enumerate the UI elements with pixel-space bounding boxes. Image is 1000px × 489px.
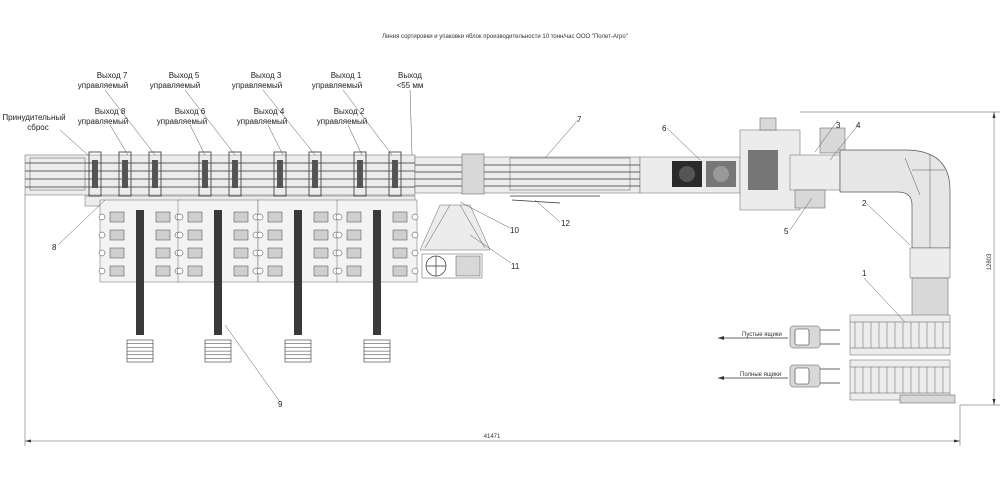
- callout-5: 5: [784, 227, 789, 236]
- dimension-length: 41471: [24, 195, 961, 446]
- small-fruit-unit: [419, 204, 491, 279]
- drawing-title: Линия сортировки и упаковки яблок произв…: [382, 34, 628, 40]
- drying-section: [639, 156, 741, 194]
- output-small-label: Выход<55 мм: [397, 71, 424, 90]
- full-boxes-label: Полные ящики: [740, 372, 781, 378]
- callout-9: 9: [278, 400, 283, 409]
- callout-1: 1: [862, 269, 867, 278]
- total-width-dim: 12803: [987, 253, 993, 270]
- dimension-width: 12803: [800, 111, 1000, 406]
- callout-8: 8: [52, 243, 57, 252]
- singulator-conveyor: [414, 153, 641, 204]
- bin-conveyors: [849, 314, 956, 404]
- callout-4: 4: [856, 121, 861, 130]
- sorting-line: [24, 151, 416, 207]
- flume-duct: [839, 149, 951, 317]
- forklift-empty-icon: [789, 325, 840, 349]
- total-length-dim: 41471: [484, 434, 501, 440]
- callout-10: 10: [510, 226, 519, 235]
- empty-boxes-label: Пустые ящики: [742, 332, 782, 338]
- packing-stations: [98, 199, 419, 363]
- callout-3: 3: [836, 121, 841, 130]
- feeding-section: [739, 117, 846, 211]
- callout-11: 11: [511, 262, 520, 271]
- callout-6: 6: [662, 124, 667, 133]
- callout-2: 2: [862, 199, 867, 208]
- callout-12: 12: [561, 219, 570, 228]
- callout-7: 7: [577, 115, 582, 124]
- leader-lines: [57, 89, 911, 403]
- forklift-full-icon: [789, 364, 840, 388]
